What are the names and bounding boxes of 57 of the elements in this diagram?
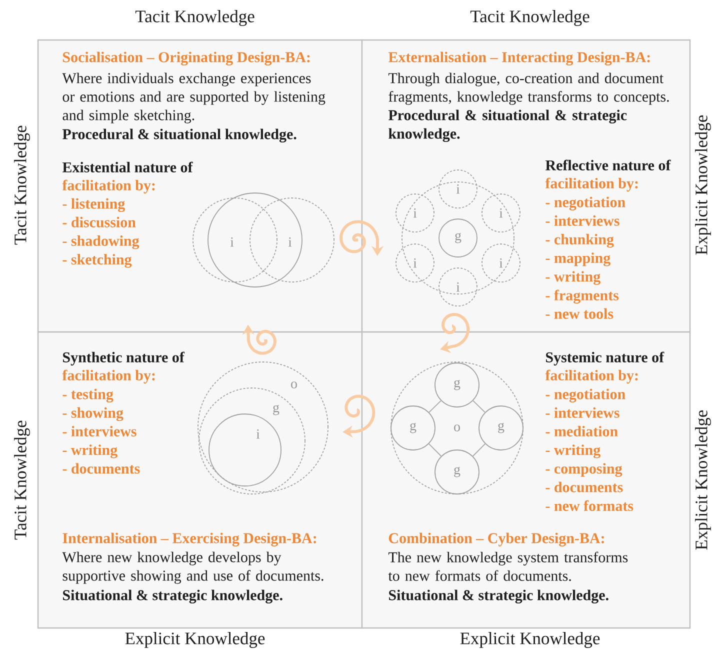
- knowledge-type: Procedural & situational knowledge.: [62, 128, 296, 142]
- connector-line: [472, 443, 486, 457]
- heading: Combination – Cyber Design-BA:: [388, 532, 604, 546]
- list-heading: facilitation by:: [545, 370, 638, 384]
- heading: Internalisation – Exercising Design-BA:: [62, 532, 316, 546]
- list-item: - writing: [546, 444, 600, 458]
- list-item: - interviews: [62, 426, 136, 436]
- list-item: - testing: [62, 388, 114, 402]
- list-item: - negotiation: [546, 196, 626, 210]
- list-item: - documents: [546, 482, 623, 492]
- circle: [402, 182, 514, 294]
- knowledge-type: Situational & strategic knowledge.: [389, 590, 608, 604]
- list-item: - documents: [62, 463, 140, 474]
- axis-label: Tacit Knowledge: [14, 126, 30, 245]
- axis-label: Explicit Knowledge: [695, 115, 711, 255]
- axis-label: Explicit Knowledge: [695, 410, 711, 550]
- list-heading: Synthetic nature of: [63, 352, 185, 366]
- heading: Socialisation – Originating Design-BA:: [63, 52, 310, 66]
- list-item: - listening: [62, 198, 125, 212]
- heading: Externalisation – Interacting Design-BA:: [388, 52, 650, 66]
- list-item: - composing: [546, 463, 622, 477]
- list-item: - sketching: [62, 254, 132, 268]
- axis-label: Tacit Knowledge: [14, 420, 30, 540]
- list-item: - discussion: [62, 216, 136, 228]
- knowledge-type: Situational & strategic knowledge.: [63, 590, 282, 604]
- axis-label: Explicit Knowledge: [460, 632, 600, 648]
- list-heading: Systemic nature of: [546, 352, 664, 366]
- list-heading: facilitation by:: [545, 178, 638, 192]
- connector-line: [428, 400, 442, 413]
- connector-line: [472, 400, 486, 413]
- description: Where individuals exchange experiences or emotions and are supported by listening and simple sketching.: [62, 72, 326, 124]
- list-heading: Reflective nature of: [545, 160, 671, 170]
- list-item: - mediation: [546, 426, 618, 436]
- axis-label: Explicit Knowledge: [125, 632, 265, 648]
- description: The new knowledge system transforms to new formats of documents.: [388, 552, 628, 581]
- list-item: - writing: [62, 444, 118, 458]
- list-item: - interviews: [546, 215, 620, 226]
- list-item: - mapping: [546, 252, 610, 266]
- list-item: - shadowing: [62, 235, 140, 250]
- list-item: - showing: [62, 407, 124, 421]
- description: Where new knowledge develops by supportive showing and use of documents.: [62, 552, 324, 584]
- circle: [208, 192, 302, 288]
- description: Through dialogue, co-creation and document fragments, knowledge transforms to concepts.: [388, 72, 669, 105]
- axis-label: Tacit Knowledge: [470, 10, 590, 26]
- axis-label: Tacit Knowledge: [135, 10, 254, 26]
- list-heading: Existential nature of: [62, 162, 193, 172]
- list-heading: facilitation by:: [62, 180, 155, 194]
- list-item: - interviews: [546, 407, 620, 418]
- list-item: - new tools: [546, 308, 614, 319]
- knowledge-type: Procedural & situational & strategic knowledge.: [388, 110, 627, 142]
- list-item: - new formats: [546, 500, 634, 511]
- list-item: - negotiation: [546, 388, 626, 402]
- list-item: - writing: [546, 271, 600, 285]
- list-item: - fragments: [546, 290, 619, 304]
- list-item: - chunking: [546, 234, 614, 248]
- connector-line: [428, 443, 442, 457]
- list-heading: facilitation by:: [62, 370, 155, 384]
